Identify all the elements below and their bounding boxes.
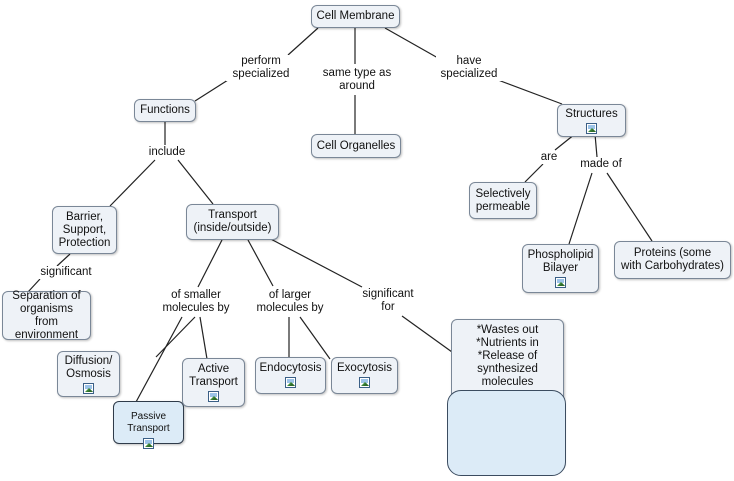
link-label-perform-specialized: perform specialized <box>226 55 296 81</box>
node-separation-label: Separation of organisms from environment <box>12 289 81 341</box>
node-phospholipid-bilayer-label: Phospholipid Bilayer <box>527 249 594 274</box>
node-passive-transport[interactable]: Passive Transport <box>113 401 184 449</box>
node-cell-membrane-label: Cell Membrane <box>316 10 395 22</box>
node-proteins-label: Proteins (some with Carbohydrates) <box>621 247 724 272</box>
node-selectively-permeable-label: Selectively permeable <box>475 187 531 213</box>
link-label-have-specialized: have specialized <box>436 55 502 81</box>
link-label-significant-left: significant <box>32 266 100 279</box>
node-diffusion-osmosis-label: Diffusion/ Osmosis <box>64 354 113 380</box>
node-proteins[interactable]: Proteins (some with Carbohydrates) <box>614 241 731 279</box>
node-endocytosis-label: Endocytosis <box>259 362 322 374</box>
node-selectively-permeable[interactable]: Selectively permeable <box>469 182 537 219</box>
node-cell-membrane[interactable]: Cell Membrane <box>311 5 400 28</box>
image-icon[interactable] <box>359 377 370 388</box>
image-icon[interactable] <box>208 391 219 402</box>
node-transport[interactable]: Transport (inside/outside) <box>186 204 279 240</box>
node-diffusion-osmosis[interactable]: Diffusion/ Osmosis <box>57 351 120 397</box>
node-passive-transport-label: Passive Transport <box>127 410 170 434</box>
link-label-are: are <box>535 151 563 164</box>
node-exocytosis[interactable]: Exocytosis <box>331 357 398 394</box>
link-label-include: include <box>142 146 192 159</box>
node-separation-of-organisms[interactable]: Separation of organisms from environment <box>2 289 91 341</box>
node-endocytosis[interactable]: Endocytosis <box>255 357 326 394</box>
link-label-same-type-as-around: same type as around <box>316 67 398 93</box>
image-icon[interactable] <box>285 377 296 388</box>
node-exocytosis-label: Exocytosis <box>337 362 392 374</box>
node-functions[interactable]: Functions <box>134 99 196 122</box>
node-functions-label: Functions <box>140 104 190 116</box>
node-cell-organelles-label: Cell Organelles <box>316 139 396 152</box>
link-label-of-smaller-molecules-by: of smaller molecules by <box>155 289 237 315</box>
link-label-of-larger-molecules-by: of larger molecules by <box>252 289 328 315</box>
node-barrier-support-protection[interactable]: Barrier, Support, Protection <box>52 206 117 254</box>
node-barrier-label: Barrier, Support, Protection <box>58 210 111 249</box>
node-transport-label: Transport (inside/outside) <box>193 209 272 234</box>
node-phospholipid-bilayer[interactable]: Phospholipid Bilayer <box>522 244 599 293</box>
link-label-significant-for: significant for <box>355 288 421 314</box>
image-icon[interactable] <box>143 438 154 449</box>
node-significant-items-label: *Wastes out *Nutrients in *Release of sy… <box>476 324 539 388</box>
empty-node-box[interactable] <box>447 390 566 476</box>
node-active-transport[interactable]: Active Transport <box>182 358 245 407</box>
node-active-transport-label: Active Transport <box>189 363 238 388</box>
link-label-made-of: made of <box>575 158 627 171</box>
image-icon[interactable] <box>555 277 566 288</box>
node-cell-organelles[interactable]: Cell Organelles <box>311 134 401 158</box>
image-icon[interactable] <box>83 382 94 394</box>
node-structures-label: Structures <box>565 107 618 120</box>
node-structures[interactable]: Structures <box>557 104 626 137</box>
image-icon[interactable] <box>586 122 597 134</box>
